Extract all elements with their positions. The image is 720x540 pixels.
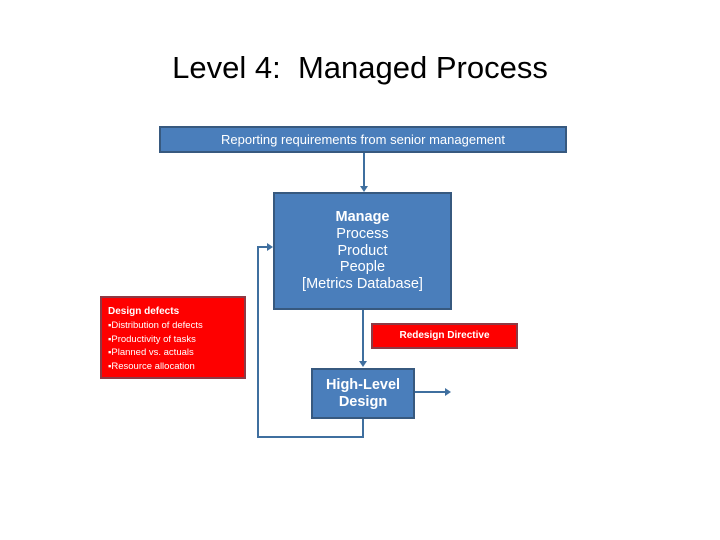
design-defects-item: ▪Planned vs. actuals [108, 347, 194, 359]
connector-high-level-design-output [415, 391, 446, 393]
redesign-directive-box: Redesign Directive [371, 323, 518, 349]
reporting-requirements-bar: Reporting requirements from senior manag… [159, 126, 567, 153]
design-defects-item: ▪Distribution of defects [108, 320, 203, 332]
connector-feedback-bottom [257, 436, 364, 438]
high-level-design-box: High-Level Design [311, 368, 415, 419]
manage-box-line-4: People [339, 259, 386, 276]
design-defects-title: Design defects [108, 306, 180, 317]
manage-box-line-1: Manage [335, 208, 390, 225]
arrowhead-reporting-to-manage-icon [360, 186, 368, 192]
manage-process-product-people-box: Manage Process Product People [Metrics D… [273, 192, 452, 310]
connector-reporting-to-manage [363, 153, 365, 187]
manage-box-line-3: Product [337, 242, 388, 259]
high-level-design-line-1: High-Level [325, 376, 401, 393]
design-defects-item: ▪Resource allocation [108, 360, 195, 372]
reporting-requirements-label: Reporting requirements from senior manag… [221, 131, 505, 147]
page-title: Level 4: Managed Process [172, 50, 548, 85]
connector-manage-to-high-level-design [362, 310, 364, 362]
redesign-directive-label: Redesign Directive [399, 330, 490, 342]
design-defects-box: Design defects ▪Distribution of defects … [100, 296, 246, 379]
design-defects-item: ▪Productivity of tasks [108, 333, 196, 345]
connector-feedback-down [362, 419, 364, 438]
manage-box-line-2: Process [336, 225, 389, 242]
arrowhead-manage-to-high-level-design-icon [359, 361, 367, 367]
arrowhead-feedback-into-manage-icon [267, 243, 273, 251]
arrowhead-high-level-design-output-icon [445, 388, 451, 396]
connector-feedback-into-manage [257, 246, 269, 248]
connector-feedback-left [257, 246, 259, 438]
high-level-design-line-2: Design [338, 393, 388, 410]
manage-box-line-5: [Metrics Database] [302, 276, 423, 293]
